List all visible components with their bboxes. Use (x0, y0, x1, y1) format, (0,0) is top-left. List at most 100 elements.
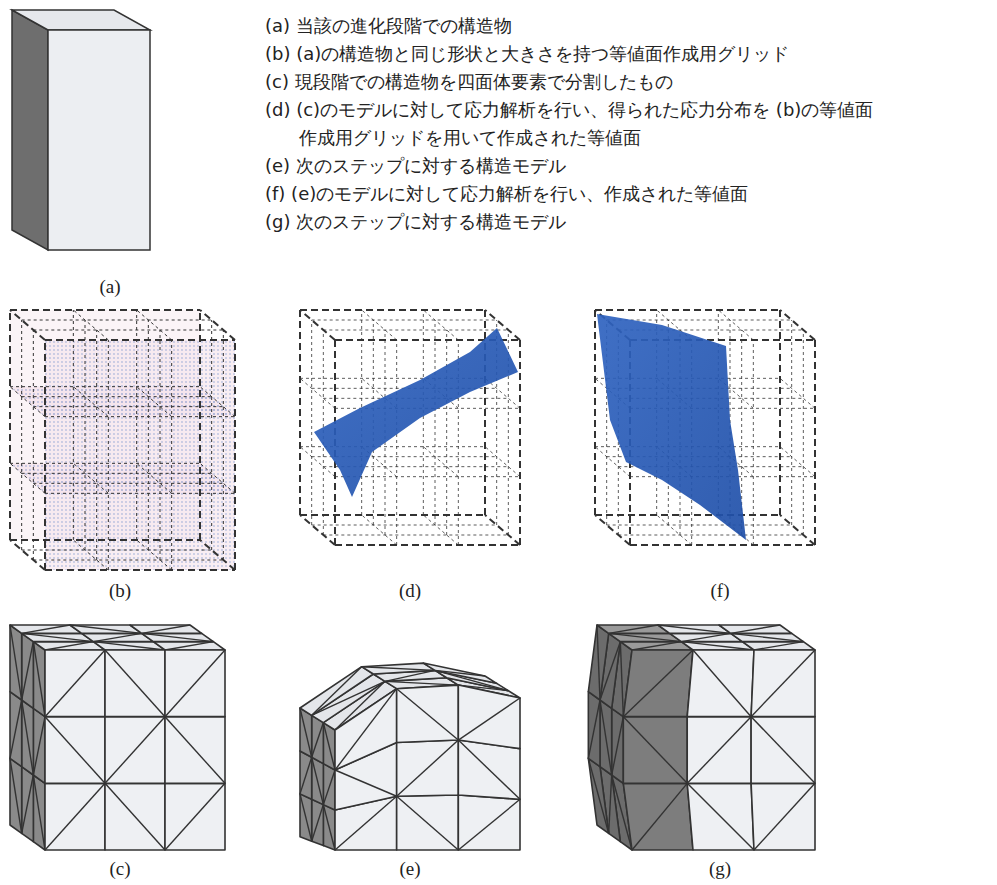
mesh-cell (312, 799, 324, 845)
panel-caption: (c) (90, 858, 150, 880)
mesh-cell (45, 783, 105, 850)
description-line: (c) 現段階での構造物を四面体要素で分割したもの (265, 68, 997, 96)
grid-line (85, 320, 86, 550)
grid-line (423, 515, 458, 545)
grid-line (200, 387, 235, 417)
grid-line (607, 525, 792, 526)
tetra-mesh (300, 663, 520, 850)
grid-line (780, 378, 815, 408)
grid-line (753, 340, 754, 545)
description-line: (e) 次のステップに対する構造モデル (265, 152, 997, 180)
mesh-cell (751, 717, 815, 784)
grid-line (10, 386, 200, 387)
mesh-cell (300, 708, 312, 757)
mesh-cell (33, 775, 45, 850)
grid-line (22, 473, 212, 474)
grid-line (199, 310, 201, 540)
grid-line (33, 483, 223, 484)
mesh-cell (312, 757, 324, 804)
grid-line (595, 514, 780, 516)
grid-line (22, 550, 212, 551)
grid-line (323, 535, 508, 536)
solid-cube (12, 10, 150, 250)
mesh-cell (458, 740, 520, 799)
mesh-cell (105, 783, 165, 850)
grid-line (200, 310, 235, 340)
grid-line (485, 515, 520, 545)
mesh-cell (33, 642, 45, 717)
grid-line (10, 309, 200, 311)
grid-line (73, 310, 74, 540)
mesh-cell (33, 708, 45, 783)
grid-line (10, 540, 45, 570)
grid-line (22, 396, 212, 397)
mesh-cell (130, 625, 202, 633)
mesh-cell (458, 685, 520, 749)
grid-line (396, 340, 397, 545)
grid-line (96, 330, 97, 560)
mesh-cell (588, 625, 608, 700)
grid-line (171, 340, 172, 570)
mesh-cell (742, 642, 815, 650)
mesh-cell (10, 758, 22, 833)
mesh-cell (165, 783, 225, 850)
grid-line (335, 476, 520, 477)
description-line: (a) 当該の進化段階での構造物 (265, 12, 997, 40)
grid-line (234, 340, 236, 570)
mesh-cell (397, 685, 459, 742)
mesh-cell (623, 650, 693, 717)
grid-line (45, 493, 235, 494)
mesh-cell (300, 751, 312, 799)
mesh-cell (397, 740, 459, 796)
grid-line (10, 387, 45, 417)
grid-line (312, 320, 497, 321)
description-line: (g) 次のステップに対する構造モデル (265, 208, 997, 236)
panel-caption: (d) (380, 580, 440, 602)
grid-line (657, 515, 692, 545)
tetra-mesh (588, 625, 815, 850)
grid-line (44, 340, 46, 570)
grid-line (137, 310, 172, 340)
mesh-cell (687, 650, 754, 717)
mesh-cell (362, 663, 435, 674)
grid-line (10, 463, 45, 493)
grid-line (73, 540, 108, 570)
mesh-cell (45, 650, 105, 717)
grid-cube (10, 310, 235, 570)
grid-line (519, 340, 521, 545)
grid-line (10, 463, 200, 464)
grid-line (630, 544, 815, 546)
panel-caption: (f) (690, 580, 750, 602)
grid-line (22, 320, 212, 321)
grid-line (299, 310, 301, 515)
grid-line (618, 535, 803, 536)
grid-line (312, 525, 497, 526)
panel-caption: (a) (80, 276, 140, 298)
grid-line (9, 310, 11, 540)
tetra-mesh (10, 625, 225, 850)
mesh-cell (22, 633, 34, 708)
grid-line (423, 310, 458, 340)
description-line: (b) (a)の構造物と同じ形状と大きさを持つ等値面作成用グリッド (265, 40, 997, 68)
grid-line (435, 320, 436, 525)
description-line: (f) (e)のモデルに対して応力解析を行い、作成された等値面 (265, 180, 997, 208)
mesh-cell (10, 692, 22, 767)
grid-line (33, 560, 223, 561)
mesh-cell (323, 764, 335, 810)
grid-line (73, 310, 108, 340)
mesh-cell (719, 625, 792, 633)
mesh-cell (687, 783, 754, 850)
isosurface-grid (595, 310, 815, 545)
mesh-cell (312, 715, 324, 763)
grid-line (779, 310, 781, 515)
mesh-cell (335, 689, 397, 770)
grid-line (10, 310, 45, 340)
mesh-cell (10, 625, 22, 700)
grid-line (362, 515, 397, 545)
grid-line (446, 330, 447, 535)
mesh-cell (105, 717, 165, 784)
mesh-cell (323, 805, 335, 850)
grid-line (45, 339, 235, 341)
isosurface (597, 314, 746, 540)
